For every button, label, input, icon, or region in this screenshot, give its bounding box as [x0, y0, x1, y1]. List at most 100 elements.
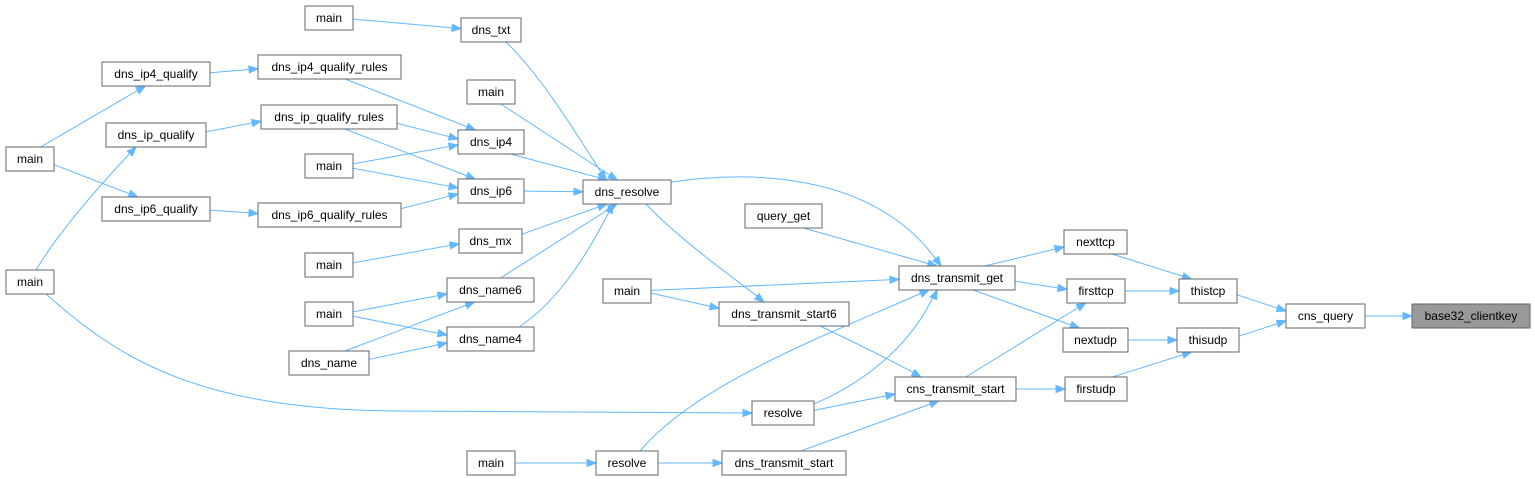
arrowhead-icon — [1053, 245, 1066, 254]
arrowhead-icon — [248, 65, 260, 74]
arrowhead-icon — [928, 400, 941, 409]
node-thistcp[interactable]: thistcp — [1178, 278, 1238, 304]
edge-line — [352, 243, 460, 264]
node-dns-mx[interactable]: dns_mx — [458, 228, 523, 254]
node-label: firsttcp — [1078, 284, 1114, 298]
edge-line — [800, 400, 939, 452]
node-firsttcp[interactable]: firsttcp — [1066, 278, 1126, 304]
node-dns-transmit-start[interactable]: dns_transmit_start — [721, 450, 847, 476]
node-dns-ip4-qualify-rules[interactable]: dns_ip4_qualify_rules — [257, 54, 402, 80]
node-label: main — [316, 258, 342, 272]
node-label: dns_txt — [472, 23, 511, 37]
edge-main_name-to-dns_name6 — [352, 291, 449, 313]
arrowhead-icon — [884, 391, 897, 401]
node-box — [1062, 327, 1129, 353]
edge-line — [965, 302, 1086, 378]
edge-dns_resolve-to-dns_transmit_start6 — [645, 203, 766, 303]
arrowhead-icon — [436, 328, 449, 338]
edge-cns_query-to-base32_clientkey — [1365, 311, 1414, 321]
arrowhead-icon — [464, 301, 476, 310]
node-main-left-bottom[interactable]: main — [5, 269, 55, 295]
edge-dns_ip6-to-dns_resolve — [523, 187, 585, 196]
node-dns-txt[interactable]: dns_txt — [460, 17, 522, 43]
node-resolve-a[interactable]: resolve — [751, 400, 815, 426]
node-box — [260, 104, 398, 130]
edge-line — [984, 246, 1065, 267]
node-dns-ip6[interactable]: dns_ip6 — [457, 178, 525, 204]
node-dns-ip-qualify[interactable]: dns_ip_qualify — [105, 122, 207, 148]
node-label: resolve — [764, 406, 803, 420]
node-dns-name6[interactable]: dns_name6 — [446, 277, 535, 303]
node-label: main — [478, 456, 504, 470]
edge-line — [819, 325, 919, 376]
node-label: main — [17, 275, 43, 289]
edge-line — [523, 190, 584, 193]
node-dns-ip4-qualify[interactable]: dns_ip4_qualify — [101, 61, 211, 87]
node-main-left-top[interactable]: main — [5, 146, 55, 172]
edge-main_bottom-to-resolve_b — [515, 458, 598, 468]
arrowhead-icon — [465, 122, 477, 131]
node-main-ip[interactable]: main — [304, 153, 354, 179]
node-main-mx[interactable]: main — [304, 252, 354, 278]
node-box — [721, 450, 847, 476]
node-main-resolve[interactable]: main — [466, 79, 516, 105]
edge-line — [1112, 351, 1192, 378]
edge-line — [352, 167, 459, 189]
node-firstudp[interactable]: firstudp — [1064, 376, 1128, 402]
node-label: dns_name — [301, 356, 357, 370]
edge-dns_name-to-dns_name4 — [368, 340, 449, 360]
arrowhead-icon — [606, 171, 619, 181]
edge-query_get-to-dns_transmit_get — [803, 227, 939, 268]
edge-dns_ip4-to-dns_resolve — [510, 153, 609, 182]
edge-thistcp-to-cns_query — [1236, 294, 1288, 312]
node-main-txt[interactable]: main — [304, 5, 354, 31]
node-dns-name[interactable]: dns_name — [288, 350, 370, 376]
arrowhead-icon — [929, 288, 938, 301]
node-box — [894, 376, 1017, 402]
edge-main_ip-to-dns_ip6 — [352, 167, 460, 191]
edge-main_left_bottom-to-dns_ip_qualify — [35, 145, 137, 271]
arrowhead-icon — [604, 202, 614, 215]
node-box — [105, 122, 207, 148]
edge-line — [500, 103, 618, 181]
edge-line — [352, 315, 448, 336]
node-dns-resolve[interactable]: dns_resolve — [582, 179, 672, 205]
node-dns-ip4[interactable]: dns_ip4 — [457, 129, 525, 155]
node-dns-ip6-qualify[interactable]: dns_ip6_qualify — [101, 196, 211, 222]
node-box — [460, 17, 522, 43]
node-dns-transmit-start6[interactable]: dns_transmit_start6 — [718, 301, 850, 327]
node-box — [457, 178, 525, 204]
node-label: cns_transmit_start — [906, 382, 1005, 396]
node-query-get[interactable]: query_get — [744, 203, 823, 229]
node-label: dns_ip4_qualify — [114, 67, 197, 81]
node-main-name[interactable]: main — [304, 301, 354, 327]
node-cns-query[interactable]: cns_query — [1285, 303, 1366, 329]
edge-line — [521, 203, 608, 235]
node-dns-ip-qualify-rules[interactable]: dns_ip_qualify_rules — [260, 104, 398, 130]
arrowhead-icon — [1167, 335, 1179, 345]
node-box — [1066, 278, 1126, 304]
node-resolve-b[interactable]: resolve — [595, 450, 659, 476]
node-dns-name4[interactable]: dns_name4 — [446, 326, 535, 352]
node-main-bottom[interactable]: main — [466, 450, 516, 476]
node-label: dns_resolve — [595, 185, 660, 199]
node-box — [1176, 327, 1240, 353]
arrowhead-icon — [1275, 303, 1288, 312]
edge-resolve_b-to-dns_transmit_start — [658, 458, 724, 468]
edge-line — [813, 393, 896, 411]
node-cns-transmit-start[interactable]: cns_transmit_start — [894, 376, 1017, 402]
node-main-mid[interactable]: main — [602, 278, 652, 304]
node-dns-transmit-get[interactable]: dns_transmit_get — [898, 265, 1016, 291]
edge-line — [510, 153, 608, 181]
node-nextudp[interactable]: nextudp — [1062, 327, 1129, 353]
node-nexttcp[interactable]: nexttcp — [1063, 229, 1128, 255]
edge-main_left_bottom-to-resolve_a — [45, 293, 754, 418]
node-box — [304, 301, 354, 327]
arrowhead-icon — [1069, 320, 1081, 329]
edge-line — [344, 301, 475, 352]
node-base32-clientkey[interactable]: base32_clientkey — [1411, 303, 1531, 329]
node-box — [744, 203, 823, 229]
node-thisudp[interactable]: thisudp — [1176, 327, 1240, 353]
node-dns-ip6-qualify-rules[interactable]: dns_ip6_qualify_rules — [257, 202, 402, 228]
